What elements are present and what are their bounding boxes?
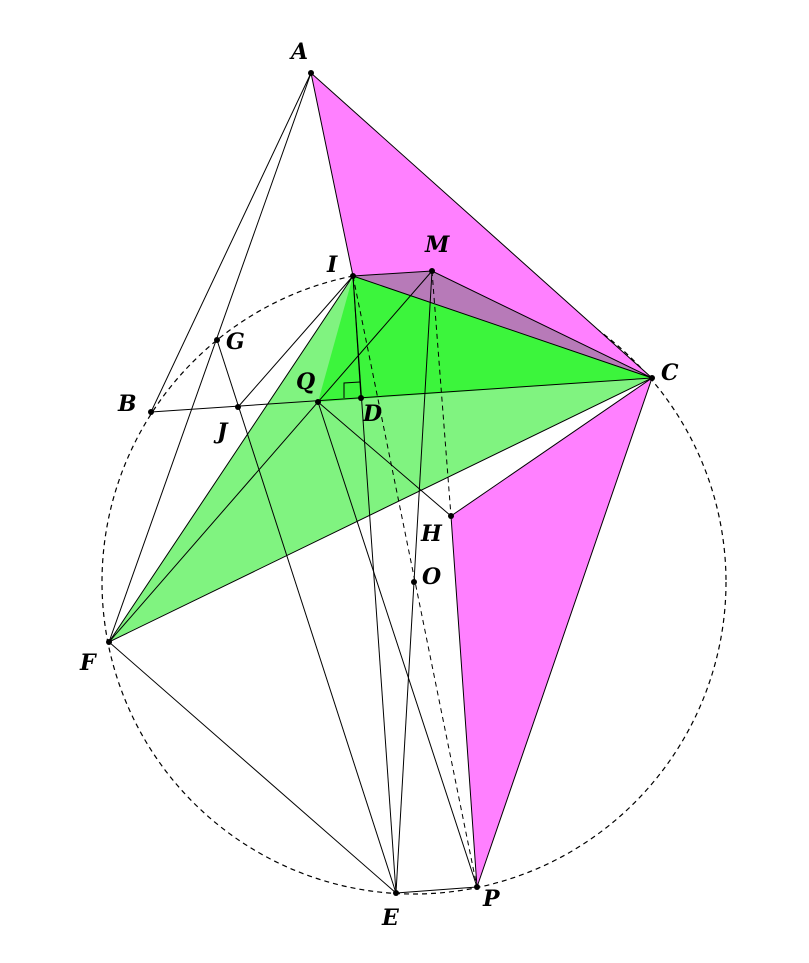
label-c: C bbox=[661, 360, 679, 386]
point-dots bbox=[106, 70, 655, 896]
point-a bbox=[308, 70, 314, 76]
segment-ji bbox=[237, 275, 354, 408]
label-g: G bbox=[226, 329, 245, 355]
point-d bbox=[358, 395, 364, 401]
segment-ab bbox=[150, 72, 312, 413]
point-e bbox=[393, 890, 399, 896]
point-o bbox=[411, 579, 417, 585]
point-j bbox=[235, 404, 241, 410]
right-angle-marker bbox=[343, 381, 361, 398]
point-p bbox=[474, 884, 480, 890]
point-c bbox=[649, 375, 655, 381]
point-i bbox=[350, 273, 356, 279]
point-labels: A B C D E F G H I J M O P Q bbox=[79, 39, 679, 931]
point-f bbox=[106, 639, 112, 645]
point-q bbox=[315, 399, 321, 405]
point-b bbox=[148, 409, 154, 415]
label-q: Q bbox=[296, 369, 315, 395]
label-j: J bbox=[213, 419, 229, 445]
label-h: H bbox=[420, 521, 443, 547]
label-m: M bbox=[424, 232, 450, 258]
segment-af bbox=[108, 72, 312, 643]
label-f: F bbox=[79, 650, 97, 676]
segment-ip-dashed bbox=[352, 275, 478, 888]
segment-fe bbox=[108, 641, 397, 894]
label-e: E bbox=[381, 905, 400, 931]
point-m bbox=[429, 268, 435, 274]
label-o: O bbox=[422, 564, 441, 590]
label-d: D bbox=[362, 401, 382, 427]
dashed-lines bbox=[352, 270, 478, 888]
label-a: A bbox=[289, 39, 308, 65]
segment-mh-dashed bbox=[431, 270, 452, 517]
triangle-chp bbox=[450, 376, 653, 888]
segment-ep bbox=[395, 886, 478, 894]
label-p: P bbox=[482, 886, 501, 912]
triangle-imc bbox=[352, 270, 653, 379]
segment-ge bbox=[216, 339, 397, 894]
label-b: B bbox=[117, 391, 137, 417]
segment-fm bbox=[108, 270, 433, 643]
point-h bbox=[448, 513, 454, 519]
segment-id bbox=[352, 275, 362, 399]
label-i: I bbox=[326, 252, 338, 278]
solid-lines bbox=[108, 72, 653, 894]
point-g bbox=[214, 337, 220, 343]
segment-qh bbox=[317, 401, 452, 517]
segment-bc bbox=[150, 377, 653, 413]
triangle-iqc bbox=[318, 276, 652, 402]
segment-qp bbox=[317, 401, 478, 888]
